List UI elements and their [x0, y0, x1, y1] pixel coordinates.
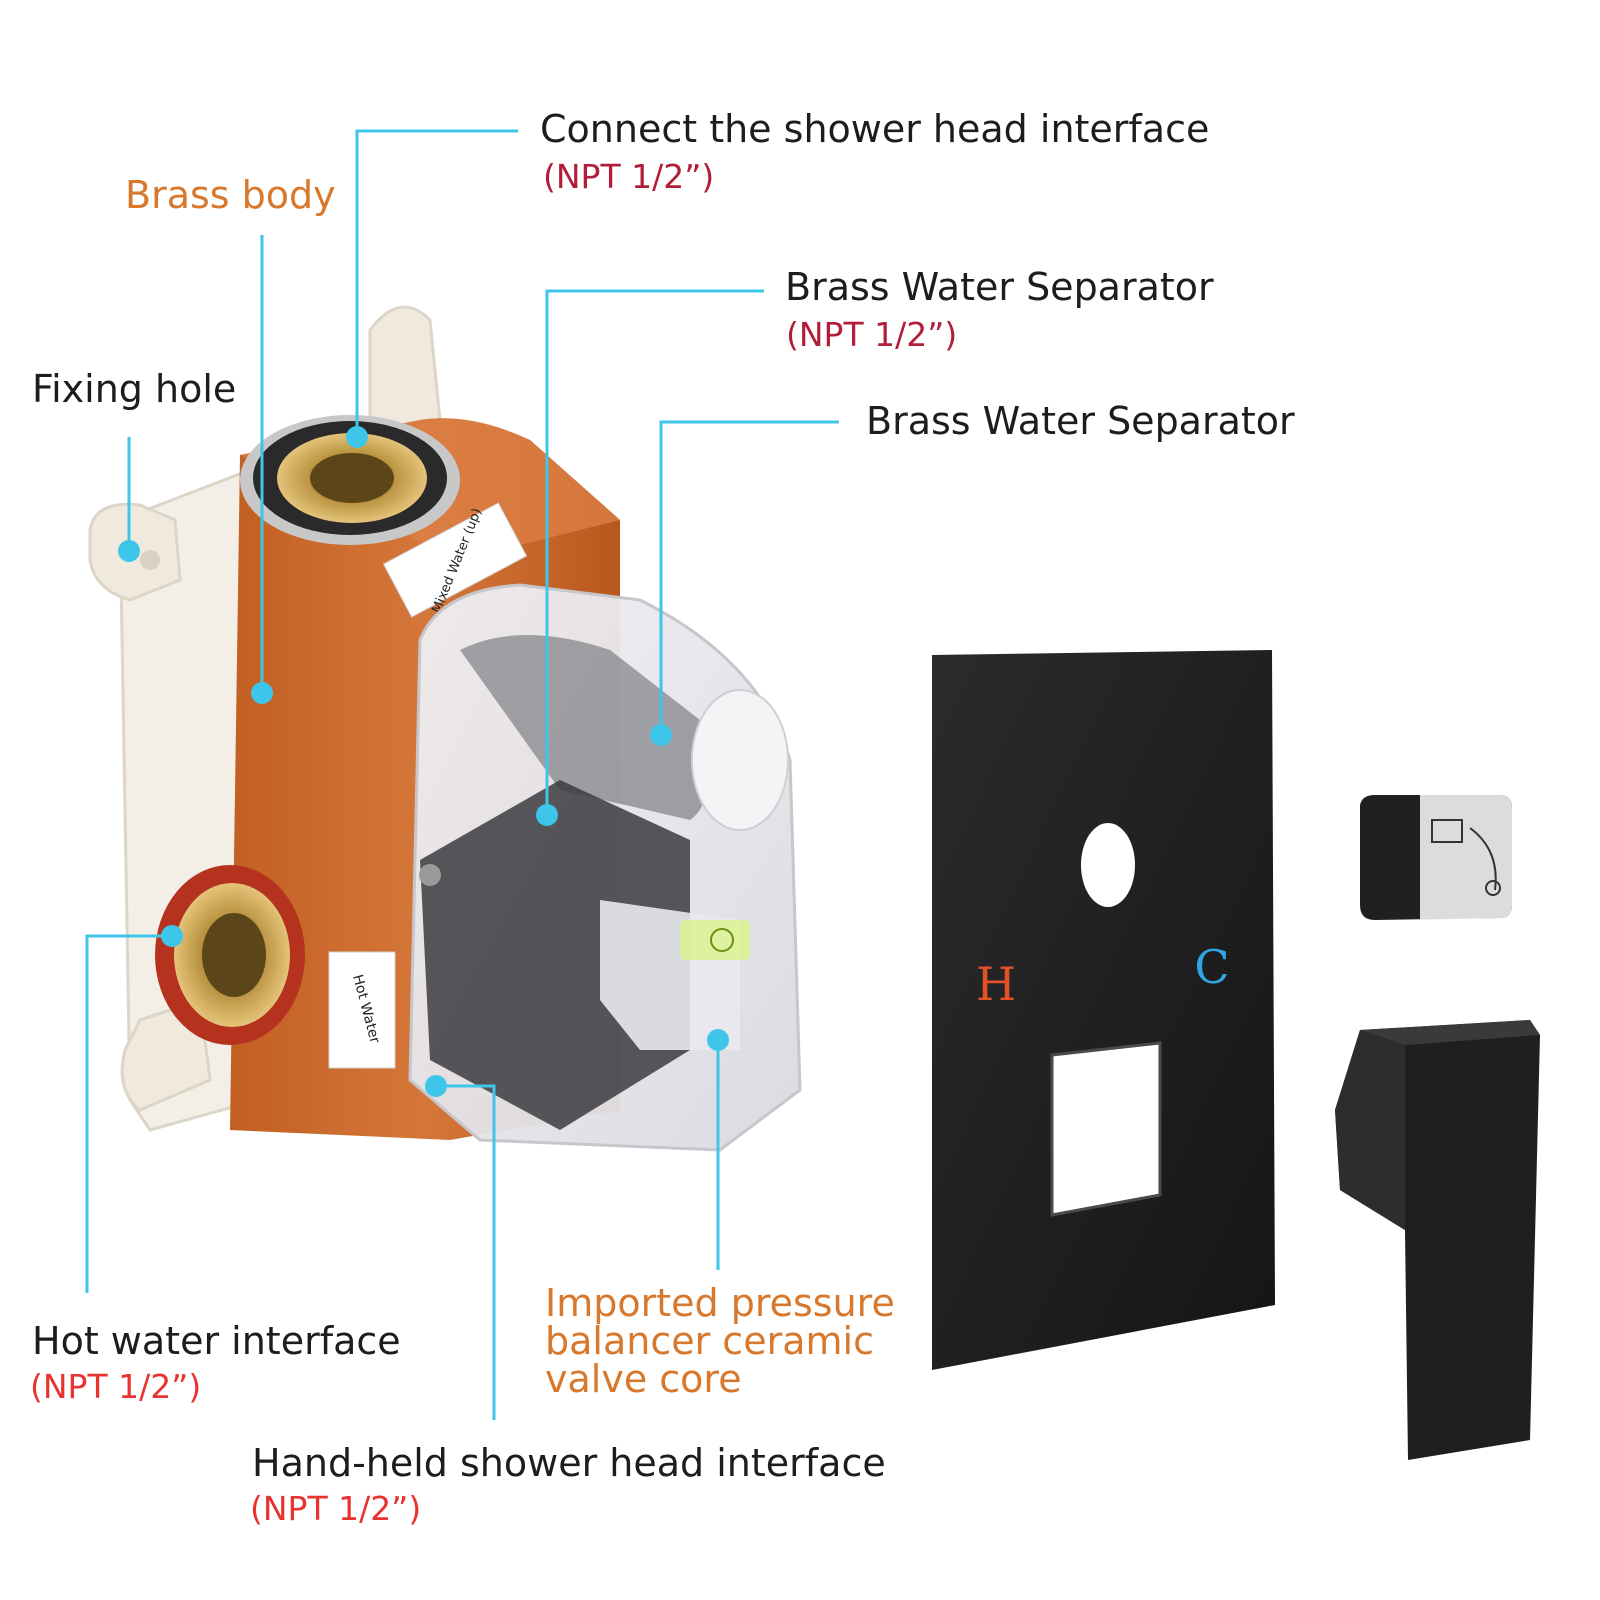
clear-cover	[408, 583, 802, 1152]
plate-hot-mark: H	[976, 957, 1016, 1011]
callout-separator-1-spec: (NPT 1/2”)	[786, 315, 958, 354]
callout-hot-water-title: Hot water interface	[32, 1319, 401, 1363]
leader-dot-valve-core	[707, 1029, 729, 1051]
leader-separator-2	[659, 420, 839, 733]
callout-valve-core-line-3: valve core	[545, 1357, 742, 1401]
callout-separator-2-title: Brass Water Separator	[866, 399, 1295, 443]
callout-hot-water-spec: (NPT 1/2”)	[30, 1367, 202, 1406]
callout-handheld-title: Hand-held shower head interface	[252, 1441, 886, 1485]
callout-fixing-hole-title: Fixing hole	[32, 367, 237, 411]
leader-dot-hot-water	[161, 925, 183, 947]
top-brass-port	[240, 415, 460, 545]
callout-shower-head-title: Connect the shower head interface	[540, 107, 1210, 151]
callout-shower-head-spec: (NPT 1/2”)	[543, 157, 715, 196]
leader-handheld	[436, 1084, 496, 1420]
leader-separator-1	[545, 289, 764, 812]
leader-dot-brass-body	[251, 682, 273, 704]
side-brass-port	[155, 865, 305, 1045]
lever-handle	[1335, 1020, 1540, 1460]
leader-hot-water	[85, 934, 172, 1293]
plate-handle-hole	[1081, 823, 1135, 907]
leader-shower-head	[355, 129, 518, 433]
leader-dot-shower-head	[346, 426, 368, 448]
leader-dot-separator-2	[650, 724, 672, 746]
callout-valve-core-line-1: Imported pressure	[545, 1281, 895, 1325]
sticker-hot-water: Hot Water	[328, 951, 396, 1069]
callout-valve-core-line-2: balancer ceramic	[545, 1319, 874, 1363]
leader-dot-separator-1	[536, 804, 558, 826]
callout-handheld-spec: (NPT 1/2”)	[250, 1489, 422, 1528]
leader-dot-handheld	[425, 1075, 447, 1097]
callout-brass-body-title: Brass body	[125, 173, 336, 217]
rough-in-valve: Mixed Water (up) Hot Water	[88, 305, 802, 1152]
callout-separator-1-title: Brass Water Separator	[785, 265, 1214, 309]
diverter-knob	[1360, 795, 1512, 920]
plate-cold-mark: C	[1194, 940, 1229, 994]
leader-dot-fixing-hole	[118, 540, 140, 562]
trim-plate: H C	[932, 650, 1275, 1370]
plate-valve-opening	[1050, 1041, 1162, 1217]
